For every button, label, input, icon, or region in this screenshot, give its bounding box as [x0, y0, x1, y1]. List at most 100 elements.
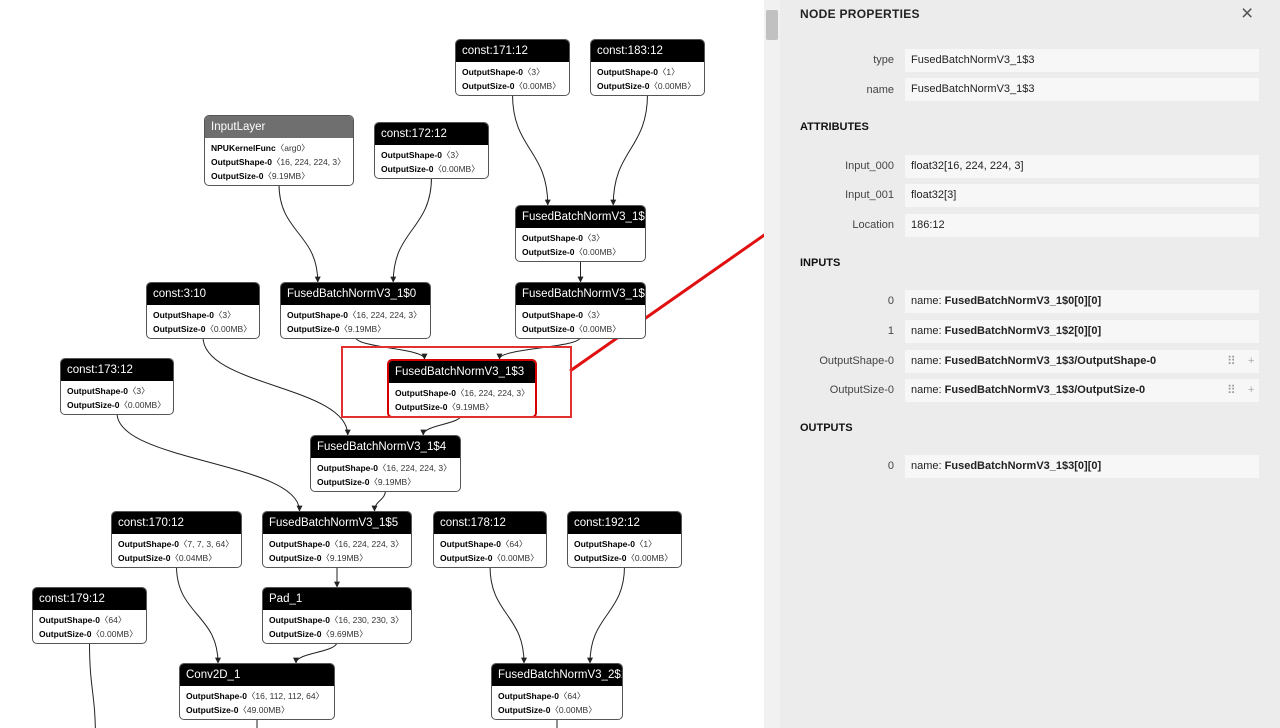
- node-title: FusedBatchNormV3_1$0: [281, 283, 430, 305]
- node-attribute-value: 〈16, 230, 230, 3〉: [329, 615, 404, 625]
- node-attribute-value: 〈3〉: [127, 386, 150, 396]
- input-label-0: 0: [887, 295, 894, 307]
- node-attribute-row: OutputShape-0〈16, 224, 224, 3〉: [395, 386, 535, 400]
- graph-edge: [355, 336, 428, 360]
- node-attribute-row: OutputSize-0〈0.00MB〉: [67, 398, 173, 412]
- node-attribute-value: 〈16, 224, 224, 3〉: [347, 310, 422, 320]
- node-attribute-key: OutputShape-0: [67, 386, 128, 396]
- node-attribute-key: OutputSize-0: [287, 324, 340, 334]
- grip-icon[interactable]: ⠿: [1227, 383, 1236, 397]
- node-title: const:178:12: [434, 512, 546, 534]
- node-attribute-key: OutputShape-0: [317, 463, 378, 473]
- inputs-section-title: INPUTS: [800, 257, 841, 269]
- node-attribute-key: OutputShape-0: [498, 691, 559, 701]
- graph-edge: [587, 565, 625, 664]
- graph-edge: [293, 641, 338, 664]
- input-label-outputshape: OutputShape-0: [819, 355, 894, 367]
- node-attribute-row: OutputShape-0〈16, 230, 230, 3〉: [269, 613, 411, 627]
- node-attribute-value: 〈49.00MB〉: [238, 705, 290, 715]
- expand-icon[interactable]: +: [1248, 355, 1255, 367]
- node-attribute-key: OutputSize-0: [440, 553, 493, 563]
- node-attribute-row: OutputSize-0〈9.19MB〉: [287, 322, 430, 336]
- node-attribute-row: OutputSize-0〈0.00MB〉: [440, 551, 546, 565]
- node-attribute-value: 〈0.00MB〉: [433, 164, 480, 174]
- node-attribute-value: 〈0.00MB〉: [649, 81, 696, 91]
- node-attribute-row: OutputSize-0〈0.04MB〉: [118, 551, 241, 565]
- node-attribute-key: OutputShape-0: [522, 233, 583, 243]
- node-title: InputLayer: [205, 116, 353, 138]
- graph-scrollbar[interactable]: [764, 0, 780, 728]
- node-attribute-value: 〈9.69MB〉: [321, 629, 368, 639]
- node-attribute-key: OutputSize-0: [522, 247, 575, 257]
- node-title: FusedBatchNormV3_2$1: [492, 664, 622, 686]
- node-attribute-row: OutputShape-0〈64〉: [39, 613, 146, 627]
- node-attribute-key: OutputSize-0: [462, 81, 515, 91]
- node-attribute-value: 〈64〉: [99, 615, 127, 625]
- graph-edge: [390, 176, 432, 283]
- node-attribute-value: 〈9.19MB〉: [339, 324, 386, 334]
- node-attribute-key: OutputShape-0: [153, 310, 214, 320]
- node-attribute-key: OutputSize-0: [381, 164, 434, 174]
- node-title: const:171:12: [456, 40, 569, 62]
- node-attribute-key: OutputSize-0: [574, 553, 627, 563]
- node-attribute-key: OutputSize-0: [317, 477, 370, 487]
- node-attribute-row: OutputShape-0〈64〉: [440, 537, 546, 551]
- input-label-outputsize: OutputSize-0: [829, 384, 894, 396]
- node-attribute-row: OutputSize-0〈0.00MB〉: [522, 245, 645, 259]
- node-attribute-value: 〈64〉: [558, 691, 586, 701]
- node-attribute-value: 〈3〉: [441, 150, 464, 160]
- node-attribute-value: 〈3〉: [213, 310, 236, 320]
- attribute-label-input-000: Input_000: [845, 160, 894, 172]
- input-value-outputshape: name: FusedBatchNormV3_1$3/OutputShape-0…: [905, 350, 1259, 373]
- node-attribute-key: OutputSize-0: [186, 705, 239, 715]
- node-attribute-key: OutputSize-0: [39, 629, 92, 639]
- graph-edge: [610, 93, 648, 206]
- expand-icon[interactable]: +: [1248, 384, 1255, 396]
- node-attribute-value: 〈arg0〉: [275, 143, 310, 153]
- node-attribute-key: NPUKernelFunc: [211, 143, 276, 153]
- output-value-0: name: FusedBatchNormV3_1$3[0][0]: [905, 455, 1259, 478]
- node-attribute-row: OutputSize-0〈0.00MB〉: [462, 79, 569, 93]
- graph-edge: [202, 336, 351, 436]
- node-attribute-row: OutputSize-0〈9.19MB〉: [317, 475, 460, 489]
- node-attribute-row: OutputShape-0〈16, 112, 112, 64〉: [186, 689, 334, 703]
- node-attribute-value: 〈0.00MB〉: [514, 81, 561, 91]
- node-attribute-key: OutputSize-0: [395, 402, 448, 412]
- node-attribute-key: OutputShape-0: [118, 539, 179, 549]
- node-attribute-key: OutputShape-0: [462, 67, 523, 77]
- close-icon[interactable]: ×: [1241, 2, 1254, 25]
- node-attribute-key: OutputShape-0: [39, 615, 100, 625]
- attribute-value-input-001: float32[3]: [905, 184, 1259, 207]
- attribute-value-input-000: float32[16, 224, 224, 3]: [905, 155, 1259, 178]
- node-attribute-key: OutputSize-0: [269, 553, 322, 563]
- grip-icon[interactable]: ⠿: [1227, 354, 1236, 368]
- node-attribute-key: OutputSize-0: [269, 629, 322, 639]
- node-attribute-row: OutputShape-0〈1〉: [597, 65, 704, 79]
- node-title: const:173:12: [61, 359, 173, 381]
- node-attribute-row: OutputSize-0〈0.00MB〉: [597, 79, 704, 93]
- node-attribute-key: OutputSize-0: [118, 553, 171, 563]
- scrollbar-thumb[interactable]: [766, 10, 778, 40]
- node-attribute-value: 〈0.00MB〉: [574, 324, 621, 334]
- node-title: FusedBatchNormV3_1$5: [263, 512, 411, 534]
